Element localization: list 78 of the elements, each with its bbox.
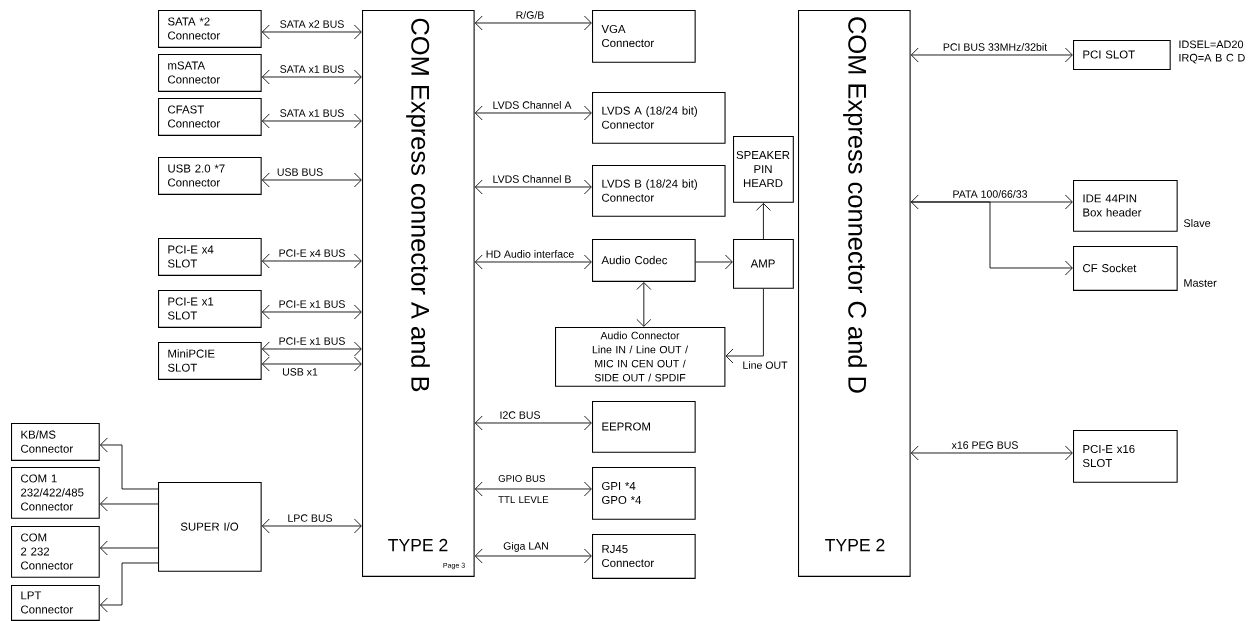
bus-arrow (910, 201, 1073, 276)
edge-label: HD Audio interface (484, 248, 576, 260)
block-box: EEPROM (592, 401, 696, 453)
bus-arrow (261, 304, 362, 320)
block-box: PCI-E x1 SLOT (158, 290, 262, 328)
bus-arrow (261, 172, 362, 188)
edge-label: PATA 100/66/33 (950, 188, 1030, 200)
block-box: RJ45 Connector (592, 534, 696, 579)
bus-arrow (261, 341, 362, 357)
edge-label: PCI BUS 33MHz/32bit (941, 41, 1049, 53)
edge-label: PCI-E x4 BUS (276, 247, 348, 259)
block-box: PCI-E x16 SLOT (1073, 430, 1178, 483)
block-box: SUPER I/O (158, 482, 262, 572)
block-box: CFAST Connector (158, 98, 262, 136)
block-box: IDE 44PIN Box header (1073, 180, 1178, 232)
bus-arrow (99, 562, 159, 613)
edge-label: PCI-E x1 BUS (276, 298, 348, 310)
block-box: SATA *2 Connector (158, 10, 262, 48)
bus-arrow (99, 496, 159, 512)
block-box: SPEAKER PIN HEARD (733, 136, 794, 203)
bus-arrow (99, 437, 159, 490)
edge-label: SATA x1 BUS (277, 107, 347, 119)
block-box: mSATA Connector (158, 54, 262, 92)
edge-label: LPC BUS (285, 512, 335, 524)
side-note: Master (1184, 279, 1217, 287)
edge-label: LVDS Channel B (490, 173, 574, 185)
bus-arrow (910, 47, 1073, 63)
bus-arrow (636, 282, 652, 327)
bus-arrow (261, 24, 362, 40)
bus-arrow (474, 481, 592, 497)
bus-arrow (910, 194, 1073, 210)
edge-label: x16 PEG BUS (949, 439, 1021, 451)
bus-arrow (99, 540, 159, 556)
edge-label: USB x1 (280, 366, 320, 378)
bus-arrow (261, 113, 362, 129)
block-box: LPT Connector (11, 585, 100, 621)
block-box: USB 2.0 *7 Connector (158, 157, 262, 195)
block-box: GPI *4 GPO *4 (592, 467, 696, 520)
bus-arrow (261, 253, 362, 269)
bus-arrow (261, 356, 362, 372)
side-note: IDSEL=AD20 IRQ=A B C D (1179, 40, 1245, 64)
bus-arrow (474, 15, 592, 31)
bus-arrow (910, 445, 1073, 461)
block-box: PCI SLOT (1073, 40, 1171, 70)
block-box: KB/MS Connector (11, 423, 100, 461)
edge-label: PCI-E x1 BUS (276, 335, 348, 347)
edge-label: LVDS Channel A (490, 99, 574, 111)
bus-arrow (261, 518, 362, 534)
block-box: MiniPCIE SLOT (158, 342, 262, 380)
block-box: COM 1 232/422/485 Connector (11, 467, 100, 519)
bus-arrow (474, 105, 592, 121)
block-box: LVDS B (18/24 bit) Connector (592, 165, 726, 217)
block-box: VGA Connector (592, 10, 696, 63)
bus-arrow (474, 179, 592, 195)
block-box: PCI-E x4 SLOT (158, 238, 262, 276)
edge-label: I2C BUS (497, 409, 543, 421)
block-box: CF Socket (1073, 246, 1178, 291)
bus-arrow (474, 548, 592, 564)
connector-block: COM Express connector C and D TYPE 2 (798, 10, 911, 577)
side-note: Slave (1183, 219, 1211, 227)
bus-arrow (474, 254, 592, 270)
edge-label: Line OUT (740, 359, 790, 371)
bus-arrow (695, 254, 733, 270)
block-box: AMP (733, 239, 794, 289)
edge-label: SATA x2 BUS (277, 18, 347, 30)
bus-arrow (474, 415, 592, 431)
block-box: Audio Codec (592, 239, 696, 282)
edge-label: R/G/B (513, 9, 547, 21)
block-box: LVDS A (18/24 bit) Connector (592, 92, 726, 144)
edge-label: USB BUS (275, 166, 325, 178)
block-box: COM 2 232 Connector (11, 526, 100, 578)
bus-arrow (261, 69, 362, 85)
edge-label: GPIO BUS TTL LEVLE (498, 475, 549, 503)
bus-arrow (725, 288, 764, 364)
block-box: Audio Connector Line IN / Line OUT / MIC IN CEN OUT / SIDE OUT / SPDIF (555, 327, 726, 387)
bus-arrow (755, 203, 771, 240)
edge-label: Giga LAN (501, 540, 551, 554)
edge-label: SATA x1 BUS (277, 63, 347, 75)
